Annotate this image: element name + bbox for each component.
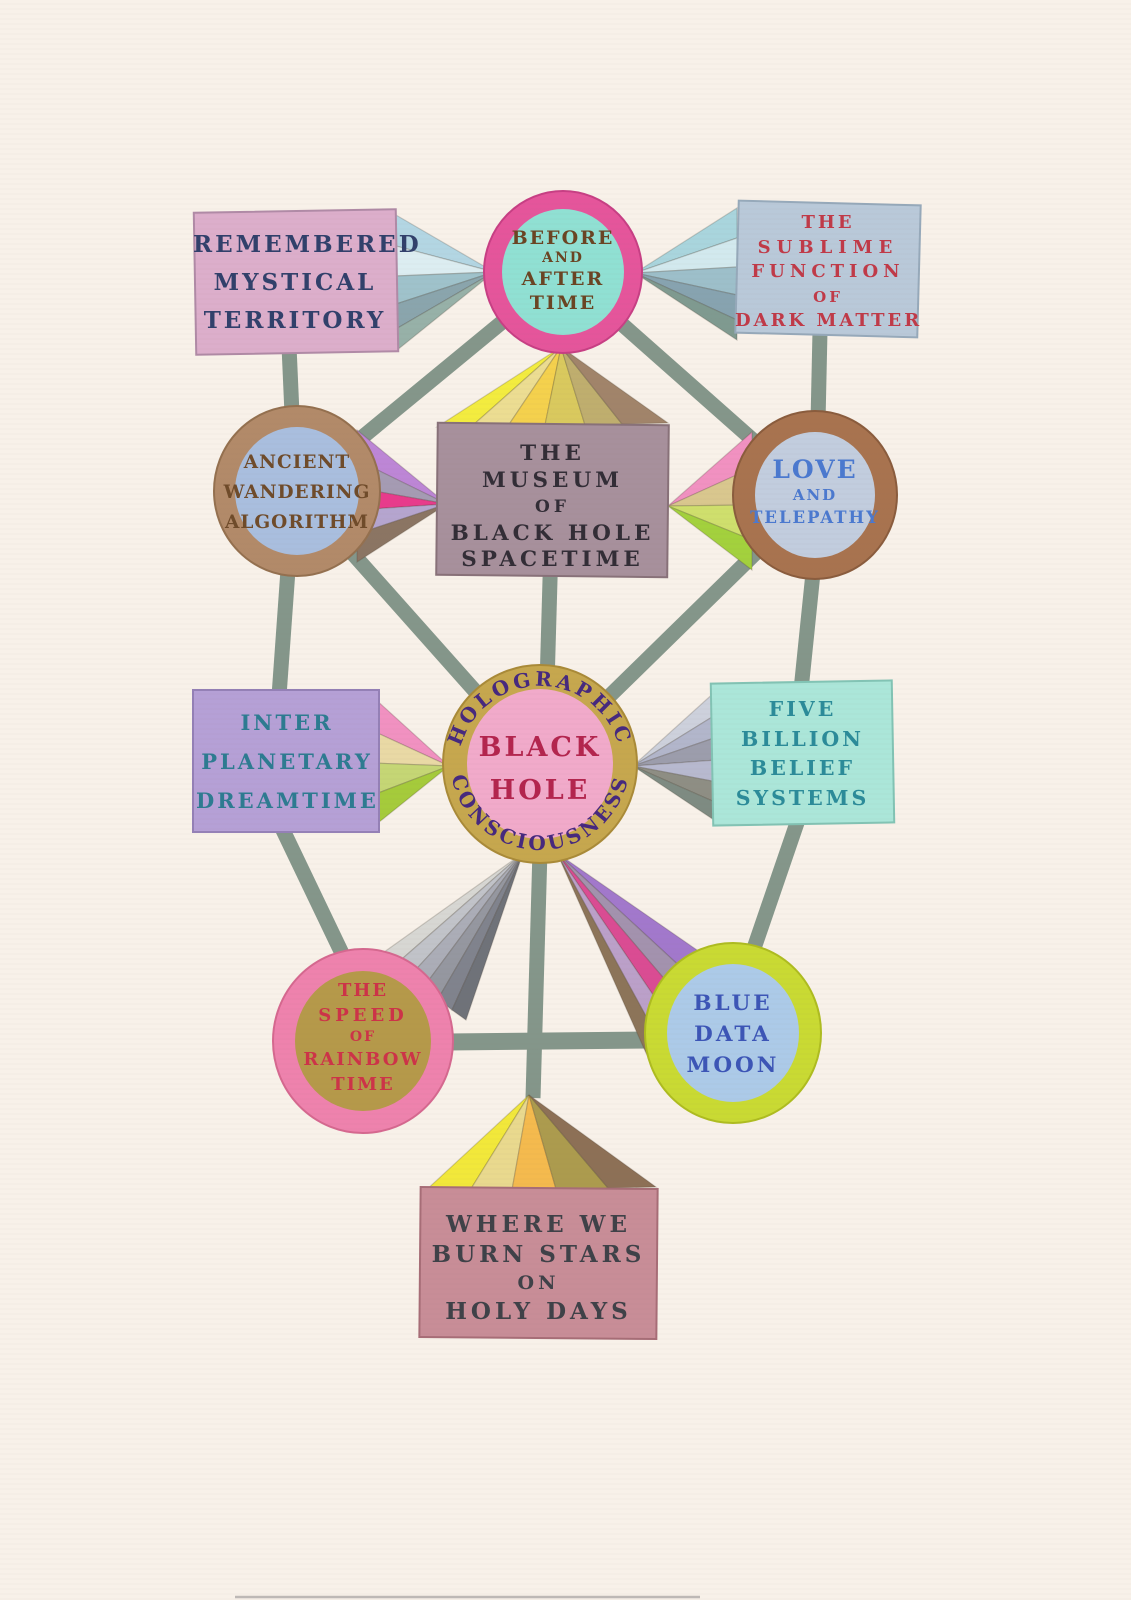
node-rect-inter-planetary-dreamtime <box>192 689 380 833</box>
fan-museum-roof <box>434 346 670 428</box>
node-rect-remembered-mystical-territory <box>192 208 400 356</box>
node-circle-black-hole <box>467 689 613 839</box>
node-circle-blue-data-moon <box>667 964 799 1102</box>
fan-blue-moon <box>556 852 698 1064</box>
connector-interplanetary-speed <box>274 822 356 972</box>
connector-sublime-love <box>810 330 828 423</box>
node-circle-ancient-wandering-algorithm <box>235 427 359 555</box>
node-circle-love-and-telepathy <box>755 432 875 558</box>
fan-ray <box>667 505 753 572</box>
fan-burn-stars <box>421 1094 658 1194</box>
node-rect-sublime-function-dark-matter <box>734 199 922 339</box>
node-rect-where-we-burn-stars <box>418 1185 659 1341</box>
fan-five-billion <box>632 688 718 824</box>
node-shapes <box>192 190 922 1341</box>
connector-speed-bluemoon <box>447 1031 651 1051</box>
fan-love <box>667 430 753 572</box>
fan-speed <box>378 852 524 1021</box>
fan-sublime <box>634 206 738 342</box>
fan-ray <box>451 852 524 1021</box>
connector-fivebillion-bluemoon <box>743 817 806 960</box>
connector-remembered-ancient <box>281 345 300 415</box>
node-rect-five-billion-belief-systems <box>709 679 896 827</box>
connector-ancient-interplanetary <box>271 569 296 697</box>
node-circle-speed-of-rainbow-time <box>295 971 431 1111</box>
connector-love-fivebillion <box>793 572 821 691</box>
fan-ray <box>528 1094 658 1189</box>
node-circle-before-and-after-time <box>502 209 624 335</box>
fan-ray <box>560 346 670 425</box>
node-rect-museum-black-hole-spacetime <box>435 421 670 579</box>
ray-fans <box>356 206 753 1194</box>
connector-blackhole-burnstars <box>525 849 548 1099</box>
fan-interplanetary <box>372 695 450 829</box>
fan-remembered <box>395 213 495 353</box>
